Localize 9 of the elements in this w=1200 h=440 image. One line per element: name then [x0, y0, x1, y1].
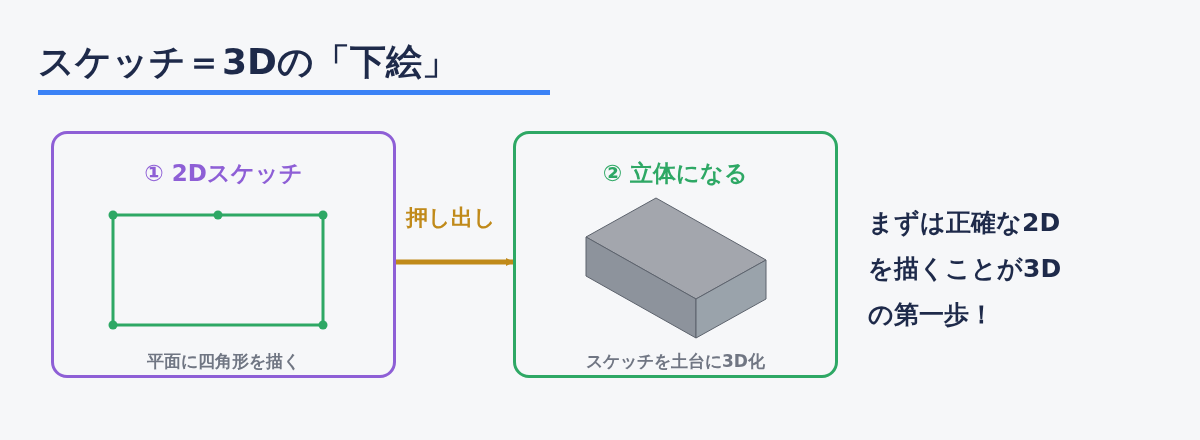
note: まずは正確な2Dを描くことが3Dの第一歩！: [868, 207, 1063, 331]
card-heading: ① 2Dスケッチ: [144, 159, 303, 188]
card: [513, 131, 838, 378]
title: スケッチ＝3Dの「下絵」: [38, 40, 458, 84]
card-caption: スケッチを土台に3D化: [586, 350, 765, 373]
arrow: [396, 258, 514, 266]
card-heading: ② 立体になる: [602, 159, 749, 188]
card: [51, 131, 396, 378]
card-caption: 平面に四角形を描く: [147, 350, 300, 373]
